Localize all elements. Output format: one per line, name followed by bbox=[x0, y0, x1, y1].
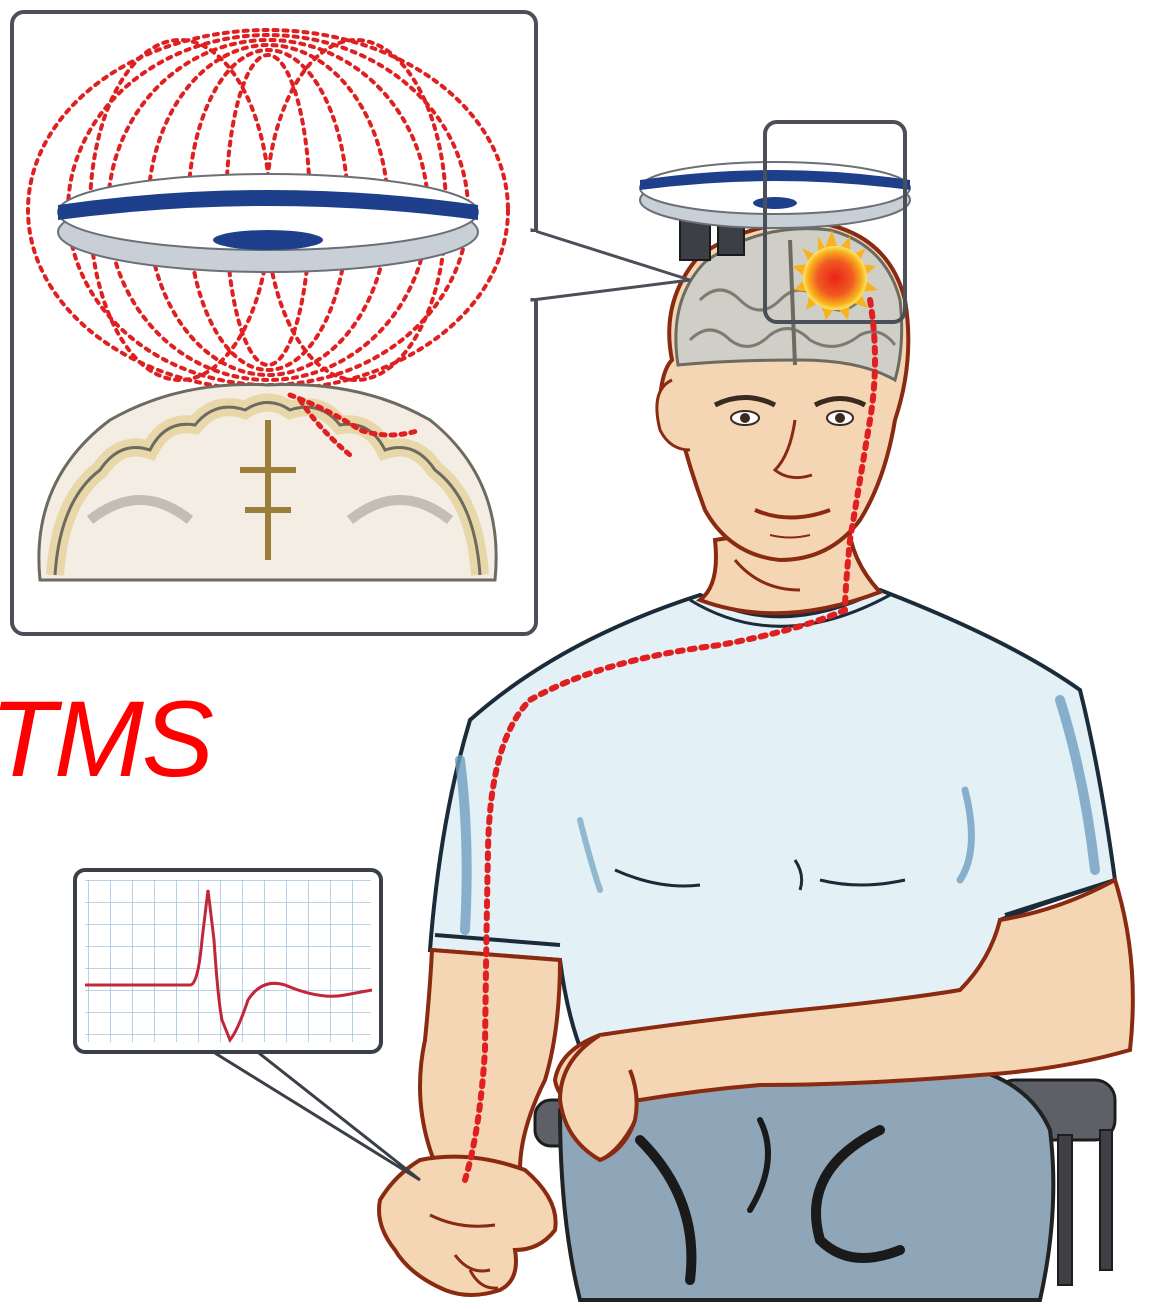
tms-label: TMS bbox=[0, 685, 212, 793]
emg-inset bbox=[75, 870, 420, 1180]
magnetic-coil bbox=[58, 174, 478, 272]
magnetic-field-inset bbox=[12, 12, 690, 634]
